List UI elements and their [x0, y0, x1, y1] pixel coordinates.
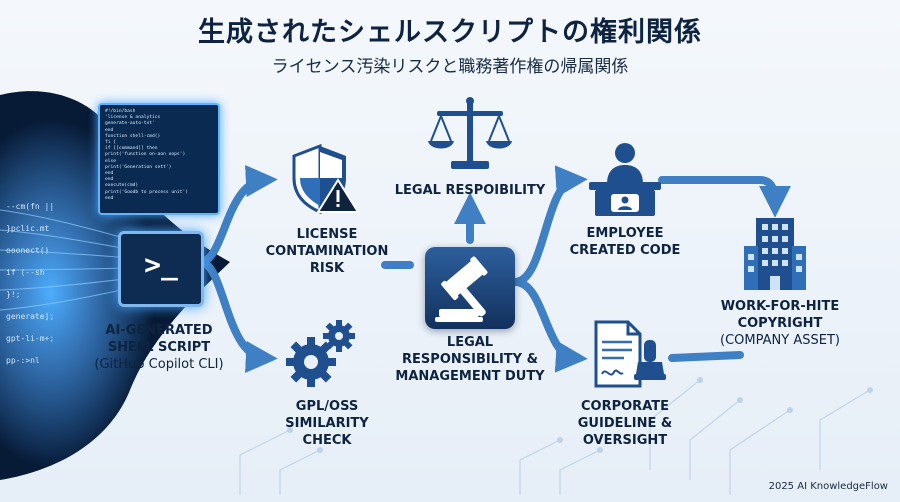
guideline-label: CORPORATE GUIDELINE & OVERSIGHT	[577, 399, 673, 448]
code-screen: #!/bin/bash 'license & analytics generat…	[98, 103, 220, 215]
code-fragment: if (--sh	[6, 268, 45, 277]
code-fragments: --cm(fn || }pclic.mt ooonect() if (--sh …	[6, 196, 101, 372]
code-line: print('Generation sett')	[105, 164, 172, 170]
code-line: end	[105, 171, 114, 177]
code-fragment: generate];	[6, 312, 55, 321]
shield-warning-icon	[292, 143, 360, 214]
code-fragment: }!;	[6, 290, 21, 299]
legal-top-label: LEGAL RESPOIBILITY	[394, 183, 546, 198]
gavel-glyph	[435, 256, 488, 322]
license-label: LICENSE CONTAMINATION RISK	[265, 227, 389, 276]
terminal-icon: >_	[118, 231, 204, 307]
code-line: generate-auto-txt'	[105, 121, 155, 127]
code-line: fi {	[105, 140, 117, 146]
code-fragment: }pclic.mt	[6, 224, 50, 233]
code-line: #!/bin/bash	[105, 109, 136, 114]
employee-desk-icon	[589, 143, 661, 216]
code-line: else	[105, 158, 117, 164]
code-line: function shell-cmd()	[105, 133, 161, 139]
document-stamp-icon	[594, 320, 666, 388]
legal-center-label: LEGAL RESPONSIBILITY & MANAGEMENT DUTY	[395, 335, 545, 384]
code-line: print('function on-aon oops')	[105, 152, 186, 158]
code-line: execute(cmd)	[105, 183, 139, 189]
code-fragment: gpt-li-m+;	[6, 334, 55, 343]
code-fragment: pp-:>nl	[6, 356, 40, 365]
code-line: end	[105, 177, 114, 183]
code-fragment: ooonect()	[6, 246, 50, 255]
gpl-label: GPL/OSS SIMILARITY CHECK	[285, 399, 369, 448]
code-line: 'license & analytics	[105, 115, 161, 121]
page-subtitle: ライセンス汚染リスクと職務著作権の帰属関係	[271, 57, 629, 77]
copyright-label: WORK-FOR-HITE COPYRIGHT (COMPANY ASSET)	[720, 299, 840, 348]
code-fragment: --cm(fn ||	[6, 202, 55, 211]
code-line: if [[command]] then	[105, 146, 158, 152]
terminal-prompt: >_	[144, 248, 178, 281]
script-label: AI-GENERATED SHELL SCRIPT (GitHub Copilo…	[94, 323, 224, 372]
gavel-icon	[425, 247, 515, 329]
company-building-icon	[744, 218, 806, 290]
code-line: end	[105, 195, 114, 201]
employee-label: EMPLOYEE CREATED CODE	[569, 226, 681, 258]
code-line: end	[105, 127, 114, 133]
page-title: 生成されたシェルスクリプトの権利関係	[198, 17, 702, 48]
footer-credit: 2025 AI KnowledgeFlow	[768, 481, 888, 492]
code-line: print('Goodb to process unit')	[105, 189, 188, 195]
gears-icon	[286, 320, 355, 387]
scales-icon	[428, 97, 512, 169]
